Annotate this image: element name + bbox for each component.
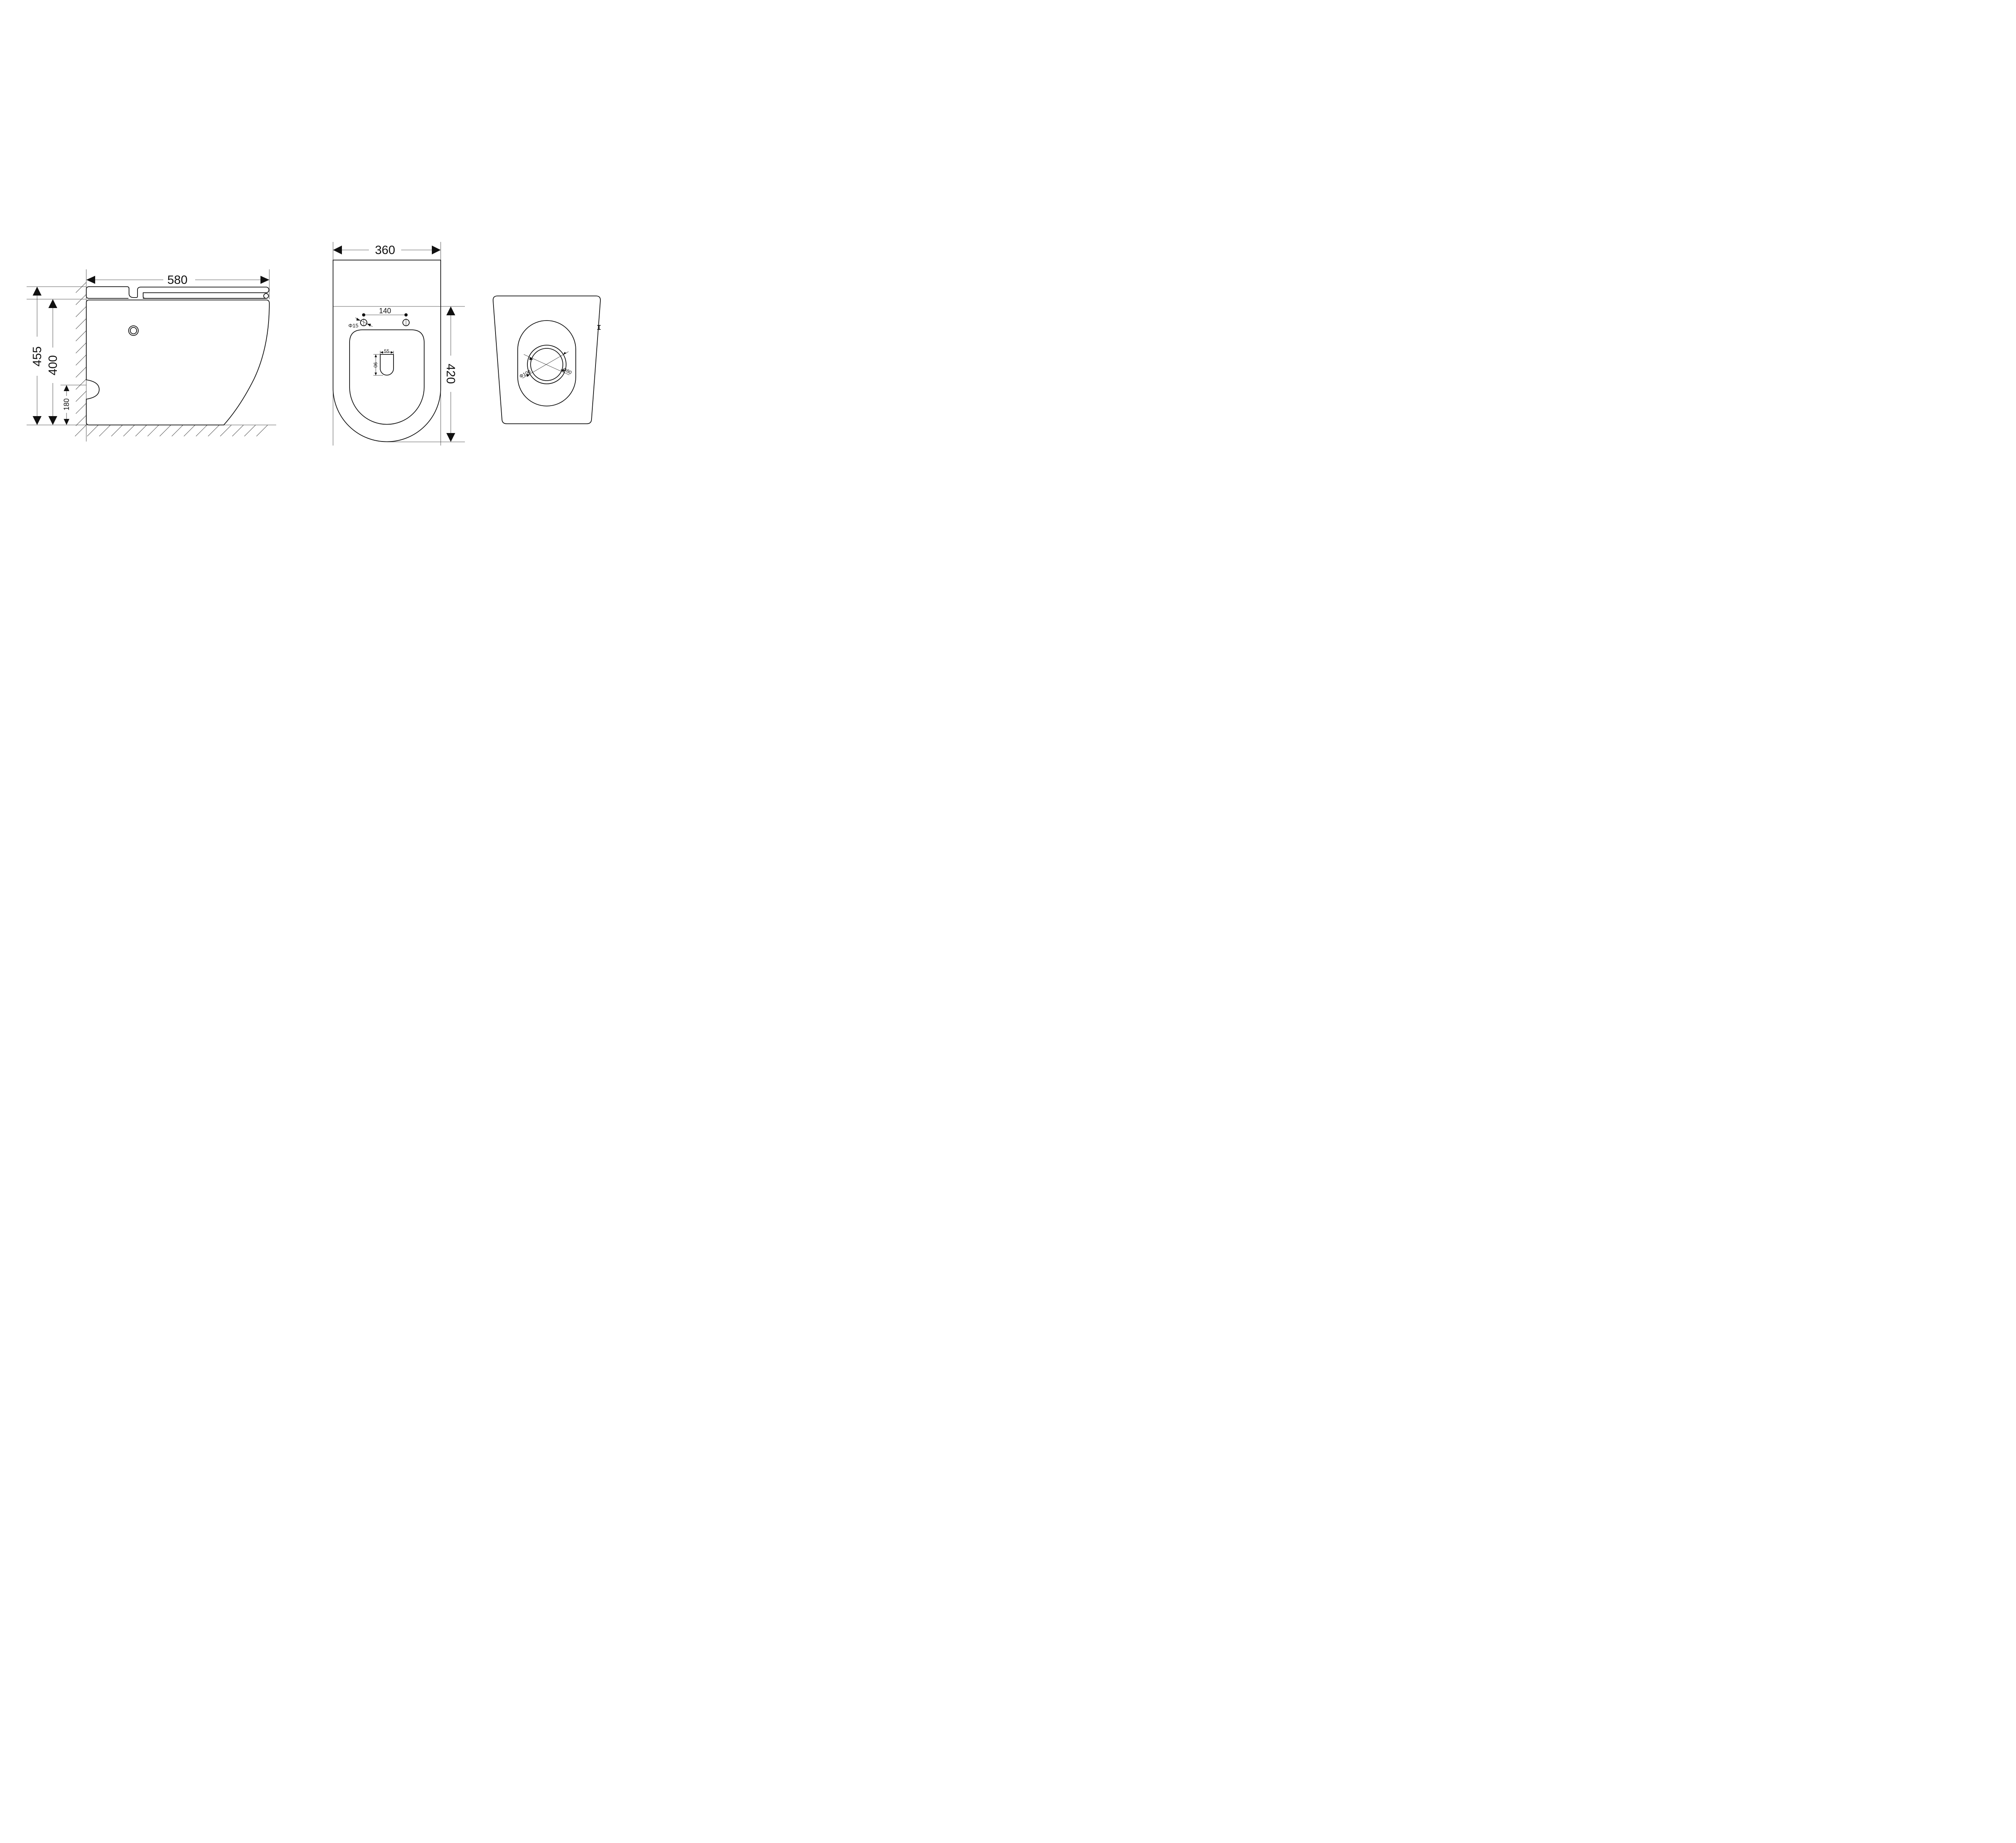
hinge-mark-right [404, 313, 408, 317]
dim-360-arrow-left [333, 246, 342, 254]
top-view: 360 420 140 Φ15 55 90 [333, 242, 465, 446]
dim-length-420: 420 [444, 364, 457, 384]
dim-hinge-140: 140 [379, 307, 391, 315]
dim-90-arrow-top [375, 354, 377, 357]
water-inlet-inner [130, 327, 137, 334]
water-inlet-outer [128, 325, 139, 336]
bowl-body [86, 300, 270, 425]
seat-opening [349, 329, 425, 425]
technical-drawing: 580 455 400 180 [27, 242, 601, 446]
dim-width-580: 580 [167, 273, 187, 287]
dim-90-arrow-bottom [375, 373, 377, 375]
dim-55-arrow-right [391, 351, 394, 354]
dim-15-arrow-b [367, 324, 371, 327]
dim-flush-90: 90 [373, 362, 378, 368]
flush-hole [380, 354, 394, 376]
back-view: Φ100 Φ80 [493, 296, 601, 424]
dim-hole-15: Φ15 [348, 323, 358, 329]
dim-height-180: 180 [62, 398, 71, 410]
outlet-inner-ring [530, 348, 563, 381]
seat-lid [89, 286, 269, 299]
dim-360-arrow-right [432, 246, 441, 254]
wall-bracket [597, 325, 601, 330]
floor-hatch [75, 425, 268, 437]
dim-height-455: 455 [31, 346, 44, 367]
dim-420-arrow-top [446, 306, 455, 315]
back-recess [517, 320, 576, 406]
dim-outlet-100: Φ100 [519, 369, 532, 379]
dim-100-arrow-a [526, 374, 530, 377]
dim-400-arrow-bottom [48, 416, 57, 425]
dim-400-arrow-top [48, 299, 57, 308]
dim-455-arrow-bottom [33, 416, 42, 425]
dim-flush-55: 55 [384, 348, 389, 354]
dim-height-400: 400 [46, 355, 60, 375]
dim-180-arrow-top [64, 385, 69, 391]
outlet-outer-ring [527, 345, 566, 384]
wall-hatch [75, 282, 87, 426]
dim-80-arrow-a [529, 357, 533, 360]
side-view: 580 455 400 180 [27, 269, 276, 441]
seat-ring [86, 286, 269, 299]
dim-15-arrow-a [356, 318, 360, 321]
dim-width-360: 360 [375, 244, 395, 257]
dim-420-arrow-bottom [446, 433, 455, 442]
dim-455-arrow-top [33, 287, 42, 296]
dim-100-arrow-b [563, 352, 566, 355]
hinge-mark-left [362, 313, 365, 317]
dim-580-arrow-right [260, 276, 269, 284]
dim-55-arrow-left [380, 351, 383, 354]
dim-580-arrow-left [86, 276, 95, 284]
top-outline [333, 260, 441, 442]
back-outline [493, 296, 601, 424]
dim-180-arrow-bottom [64, 419, 69, 425]
dim-80-arrow-b [560, 369, 564, 372]
